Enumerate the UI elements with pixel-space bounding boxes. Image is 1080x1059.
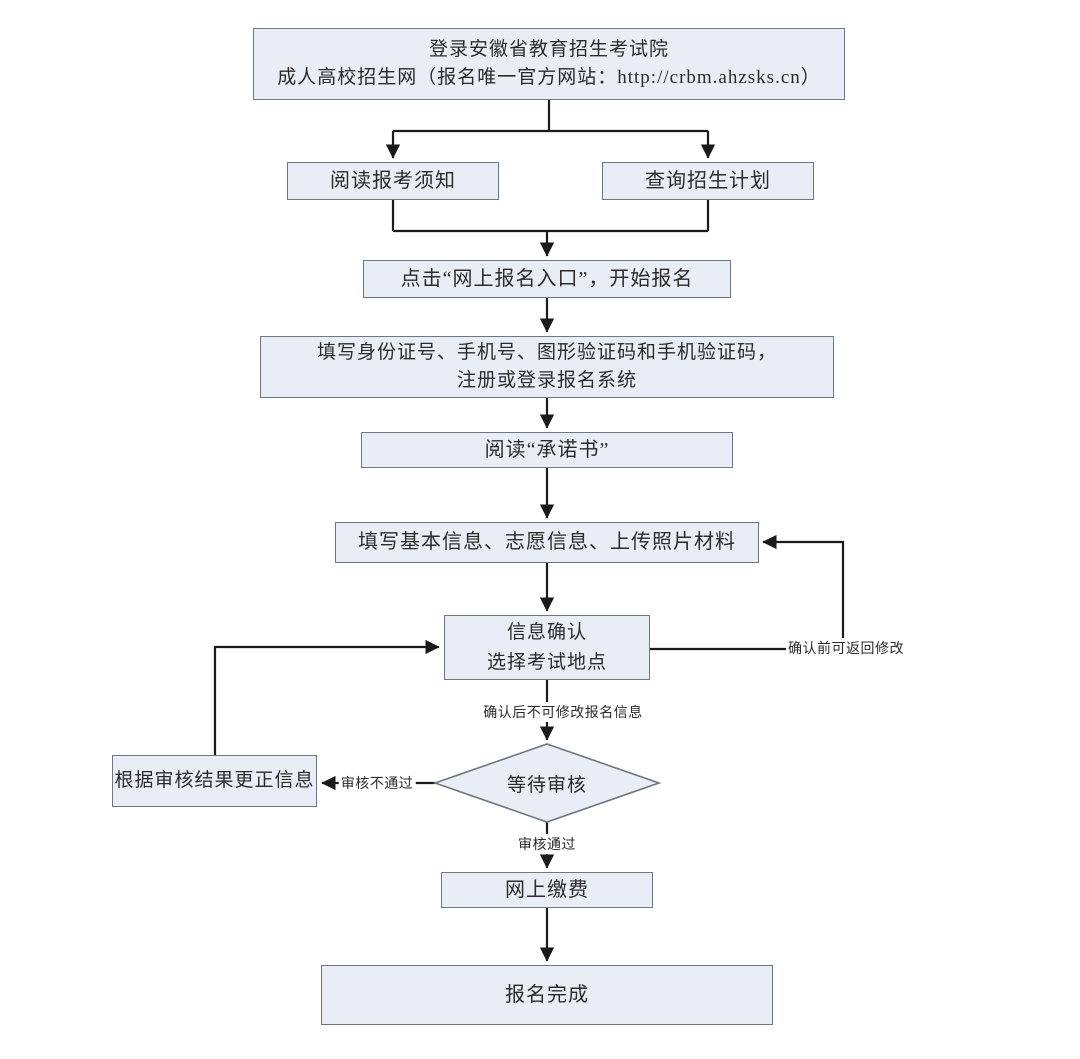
node-query-plan: 查询招生计划 [602,162,814,200]
node-register-line1: 填写身份证号、手机号、图形验证码和手机验证码， [316,342,777,364]
node-login-line2: 成人高校招生网（报名唯一官方网站：http://crbm.ahzsks.cn） [277,67,821,88]
node-info-confirm-line1: 信息确认 [506,622,587,644]
edge-label-review-fail: 审核不通过 [338,773,416,793]
edge-correct-confirm [213,639,440,755]
edge-confirm-return-fillinfo [650,534,845,651]
node-wait-review: 等待审核 [435,744,659,822]
decision-diamond [432,743,662,823]
edge-label-review-pass: 审核通过 [516,834,578,854]
node-register-line2: 注册或登录报名系统 [456,370,637,391]
node-online-pay: 网上缴费 [441,872,653,908]
node-correct-info: 根据审核结果更正信息 [112,755,317,807]
node-commitment-letter: 阅读“承诺书” [361,432,733,468]
node-read-notice: 阅读报考须知 [287,162,499,200]
node-wait-review-label: 等待审核 [506,774,587,796]
node-register-login: 填写身份证号、手机号、图形验证码和手机验证码， 注册或登录报名系统 [260,336,834,398]
node-fill-info-label: 填写基本信息、志愿信息、上传照片材料 [358,531,736,553]
node-online-entry-label: 点击“网上报名入口”，开始报名 [400,267,694,290]
node-commitment-label: 阅读“承诺书” [484,438,610,461]
node-correct-info-label: 根据审核结果更正信息 [114,770,315,792]
node-query-plan-label: 查询招生计划 [645,169,771,192]
node-login-line1: 登录安徽省教育招生考试院 [428,39,669,61]
node-online-entry: 点击“网上报名入口”，开始报名 [363,260,731,298]
edge-label-no-modify: 确认后不可修改报名信息 [481,702,645,722]
node-info-confirm: 信息确认 选择考试地点 [444,615,650,680]
node-complete-label: 报名完成 [505,983,589,1006]
node-login-site: 登录安徽省教育招生考试院 成人高校招生网（报名唯一官方网站：http://crb… [253,28,845,100]
node-fill-info: 填写基本信息、志愿信息、上传照片材料 [335,522,759,563]
node-info-confirm-line2: 选择考试地点 [486,651,607,673]
edge-label-can-return: 确认前可返回修改 [786,638,906,658]
node-complete: 报名完成 [321,965,773,1025]
node-read-notice-label: 阅读报考须知 [330,169,456,192]
node-online-pay-label: 网上缴费 [505,878,589,901]
